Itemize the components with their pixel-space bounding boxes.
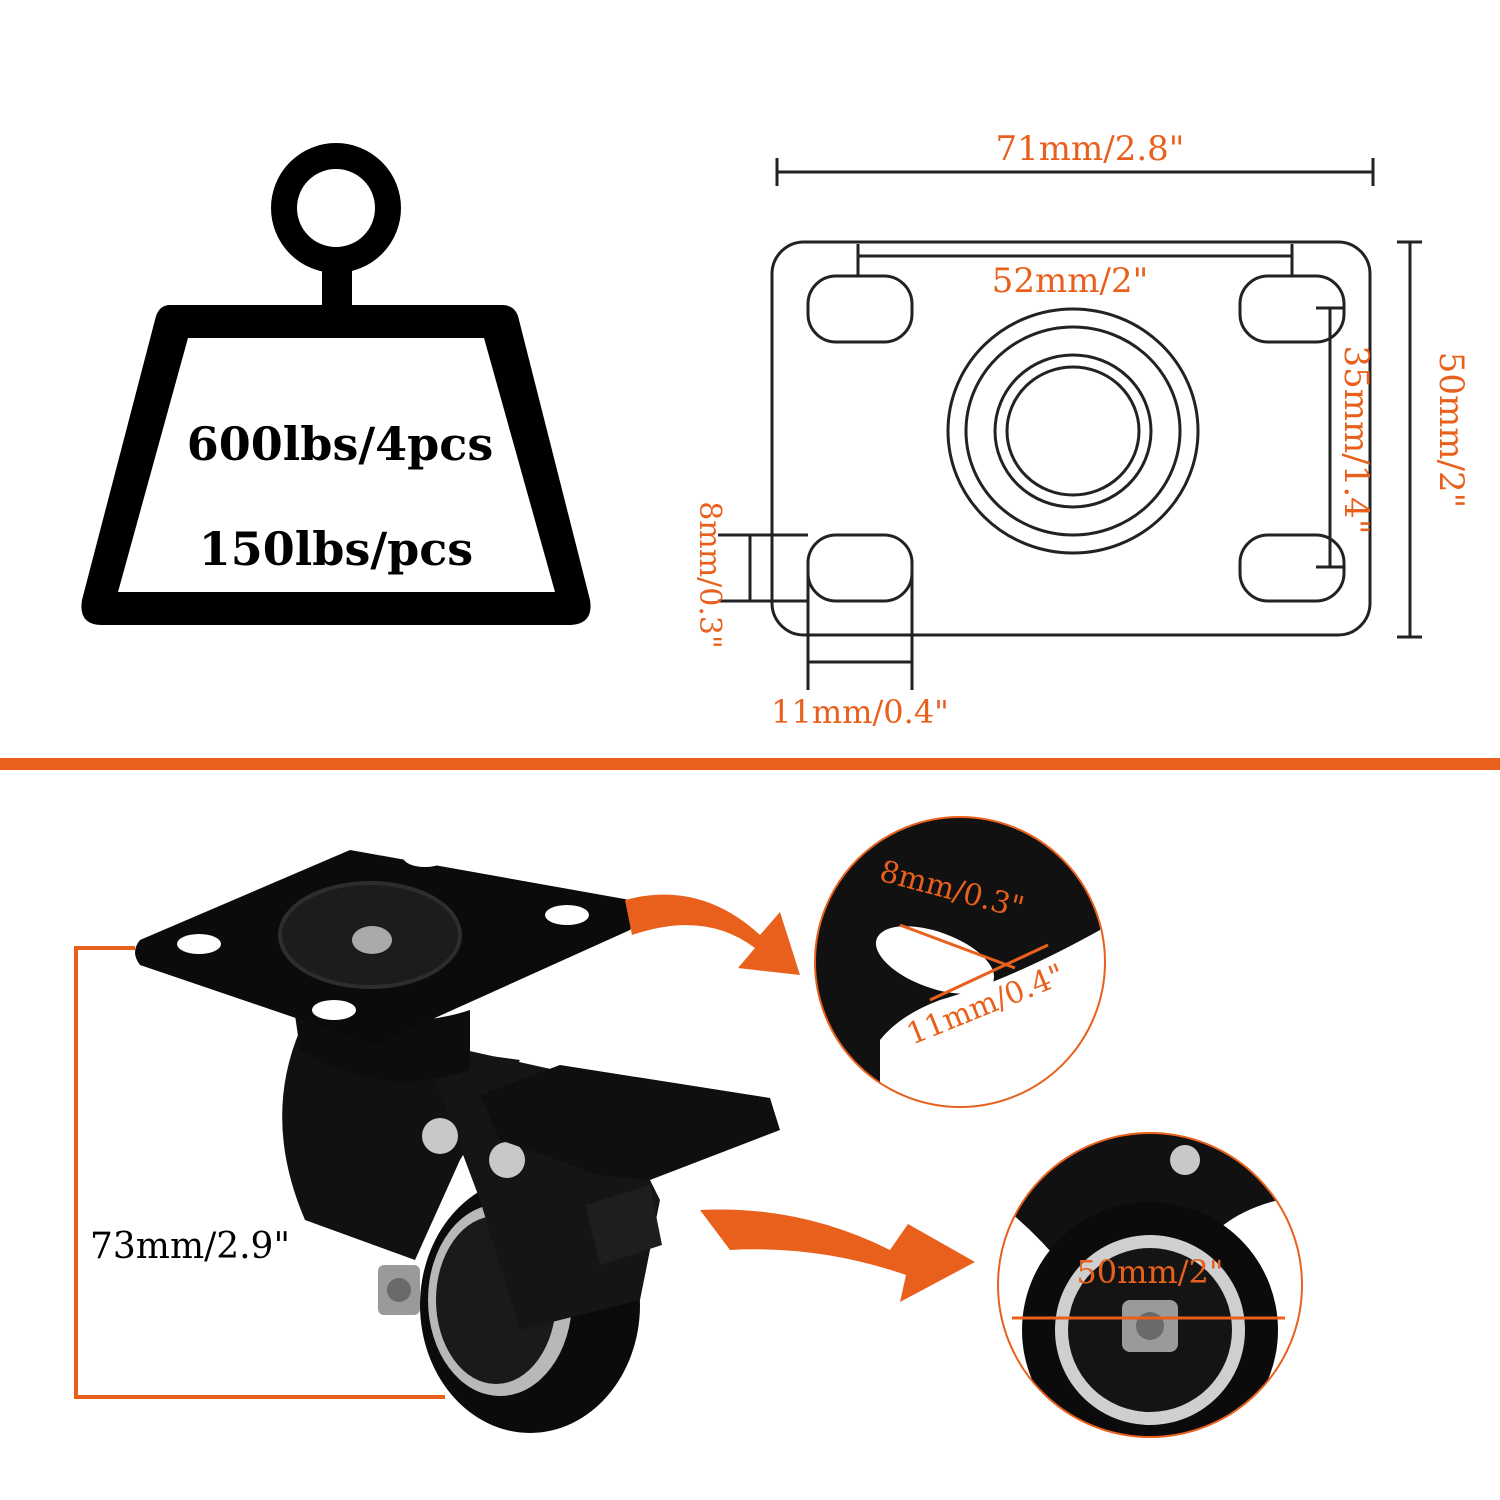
arrow-to-wheel-zoom <box>700 1209 975 1302</box>
weight-body-fill <box>118 338 555 592</box>
top-plate-hole-left <box>177 934 221 954</box>
plate-height-label: 50mm/2" <box>1431 352 1471 508</box>
brake-lever <box>585 1185 662 1265</box>
slot-width-label: 11mm/0.4" <box>771 693 949 731</box>
center-ring-middle <box>964 325 1182 537</box>
caster-height-label: 73mm/2.9" <box>90 1226 290 1267</box>
hole-vertical-label: 35mm/1.4" <box>1336 346 1376 535</box>
axle-bolt <box>387 1278 411 1302</box>
weight-total-label: 600lbs/4pcs <box>187 417 493 471</box>
arrow-to-slot-zoom <box>625 894 800 975</box>
center-ring-inner <box>993 353 1153 509</box>
section-divider <box>0 758 1500 770</box>
top-plate-kingpin <box>352 926 392 954</box>
wheel-zoom-callout: 50mm/2" <box>997 1132 1303 1438</box>
weight-ring <box>271 143 401 273</box>
slot-top-left <box>806 274 914 344</box>
plate-width-label: 71mm/2.8" <box>996 129 1185 169</box>
slot-zoom-height-arrow <box>899 923 1016 970</box>
center-ring-bore <box>1005 365 1141 497</box>
brake-pedal <box>480 1065 780 1180</box>
slot-zoom-width-arrow <box>929 943 1049 1002</box>
hole-spacing-label: 52mm/2" <box>992 261 1148 301</box>
caster-height-bracket <box>74 946 445 1399</box>
top-plate-hole-front <box>312 1000 356 1020</box>
top-plate-hole-back <box>403 847 447 867</box>
wheel-zoom-circle <box>997 1132 1303 1438</box>
mounting-plate-drawing <box>718 158 1422 690</box>
slot-zoom-circle <box>814 816 1106 1108</box>
weight-icon: 600lbs/4pcs 150lbs/pcs <box>81 143 591 625</box>
rivet-lower <box>489 1142 525 1178</box>
weight-neck <box>322 258 352 313</box>
slot-bottom-left <box>806 533 914 603</box>
weight-per-caster-label: 150lbs/pcs <box>199 522 473 576</box>
slot-height-label: 8mm/0.3" <box>692 501 727 649</box>
wheel-diameter-label: 50mm/2" <box>1076 1253 1223 1291</box>
wheel-zoom-rivet <box>1170 1145 1200 1175</box>
plate-outline <box>770 240 1372 637</box>
wheel-zoom-bolt <box>1136 1312 1164 1340</box>
slot-zoom-callout: 8mm/0.3" 11mm/0.4" <box>814 816 1106 1108</box>
center-ring-outer <box>946 307 1200 555</box>
caster-photo: 73mm/2.9" <box>74 847 975 1433</box>
rivet-upper <box>422 1118 458 1154</box>
top-plate-hole-right <box>545 905 589 925</box>
slot-zoom-hole <box>875 926 995 994</box>
